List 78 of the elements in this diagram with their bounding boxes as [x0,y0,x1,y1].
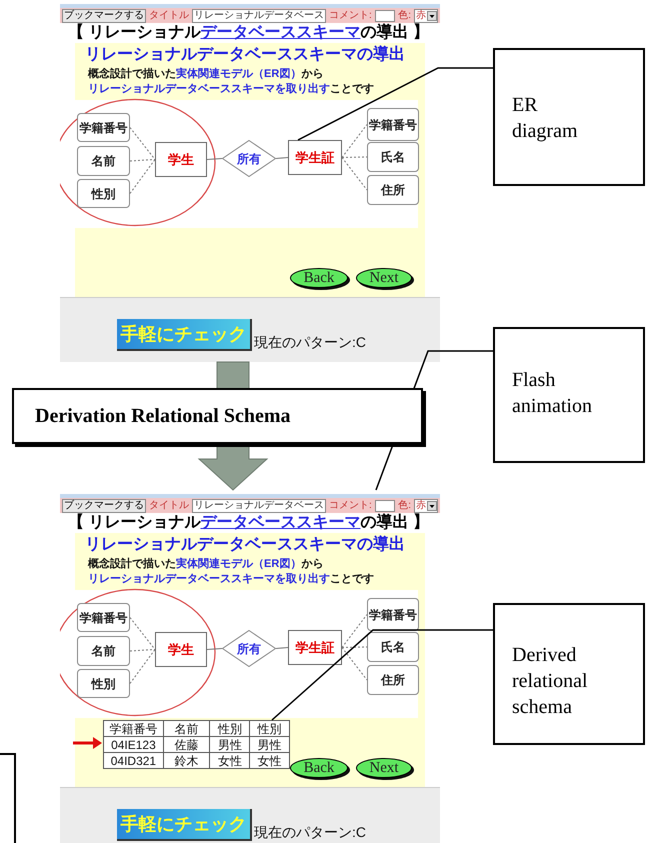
table-cell: 名前 [163,720,210,736]
dashed-connector [342,124,368,158]
table-cell: 性別 [210,720,250,736]
entity-box: 学生 [155,632,207,667]
connector-line [276,647,288,649]
entity-box: 学生証 [288,630,342,665]
page-title: 【 リレーショナルデータベーススキーマの導出 】 [68,513,429,533]
color-select: 赤 [414,8,438,22]
attribute-box: 学籍番号 [77,603,130,632]
dashed-connector [130,159,156,162]
bookmark-button: ブックマークする [62,8,146,22]
leader-line [298,67,493,141]
table-cell: 佐藤 [163,736,210,752]
table-cell: 男性 [250,736,290,752]
check-button: 手軽にチェック [117,809,252,841]
attribute-box: 氏名 [367,142,419,172]
section-heading: リレーショナルデータベーススキーマの導出 [85,45,405,65]
field-label: コメント: [329,10,372,22]
attribute-box: 性別 [77,179,130,208]
table-cell: 04IE123 [104,736,164,752]
title-banner: Derivation Relational Schema [12,388,423,444]
title-field: リレーショナルデータベース [192,8,326,22]
field-label: タイトル [149,10,189,22]
dashed-connector [342,614,368,648]
attribute-box: 学籍番号 [367,598,419,631]
title-field: リレーショナルデータベース [192,498,326,512]
dashed-connector [130,649,156,652]
title-link: データベーススキーマ [200,514,360,531]
dashed-connector [130,159,156,194]
table-cell: 鈴木 [163,752,210,768]
callout-box: Flash animation [493,327,645,463]
attribute-box: 住所 [367,175,419,205]
table-cell: 学籍番号 [104,720,164,736]
dashed-connector [130,617,156,650]
callout-box: Derived relational schema [493,603,645,745]
table-cell: 性別 [250,720,290,736]
dashed-connector [342,156,368,158]
table-cell: 男性 [210,736,250,752]
attribute-box: 名前 [77,146,130,176]
relationship-diamond: 所有 [222,630,276,667]
check-button: 手軽にチェック [117,319,252,351]
page-title: 【 リレーショナルデータベーススキーマの導出 】 [68,23,429,43]
entity-box: 学生 [155,142,207,177]
attribute-box: 学籍番号 [367,108,419,141]
color-select: 赤 [414,498,438,512]
relationship-diamond: 所有 [222,140,276,177]
table-cell: 04ID321 [104,752,164,768]
attribute-box: 住所 [367,665,419,695]
data-table [103,720,290,769]
pattern-text: 現在のパターン:C [254,824,366,840]
field-label: 色: [398,500,411,512]
field-label: 色: [398,10,411,22]
table-cell: 女性 [210,752,250,768]
intro-text: 概念設計で描いた実体関連モデル（ER図）から リレーショナルデータベーススキーマを取り出すことです [88,557,375,587]
intro-text: 概念設計で描いた実体関連モデル（ER図）から リレーショナルデータベーススキーマを取り出すことです [88,67,375,97]
table-cell: 女性 [250,752,290,768]
dashed-connector [342,647,368,680]
pattern-text: 現在のパターン:C [254,334,366,350]
dashed-connector [130,127,156,160]
attribute-box: 学籍番号 [77,113,130,142]
dashed-connector [342,157,368,190]
block-arrow [198,362,268,491]
dashed-connector [342,646,368,648]
attribute-box: 名前 [77,636,130,666]
entity-box: 学生証 [288,140,342,175]
attribute-box: 性別 [77,669,130,698]
title-link: データベーススキーマ [200,24,360,41]
dashed-connector [130,649,156,684]
bookmark-button: ブックマークする [62,498,146,512]
section-heading: リレーショナルデータベーススキーマの導出 [85,535,405,555]
callout-box: ER diagram [493,48,645,186]
connector-line [206,648,222,650]
connector-line [206,158,222,160]
attribute-box: 氏名 [367,632,419,662]
field-label: タイトル [149,500,189,512]
connector-line [276,157,288,159]
leader-line [272,629,493,721]
field-label: コメント: [329,500,372,512]
